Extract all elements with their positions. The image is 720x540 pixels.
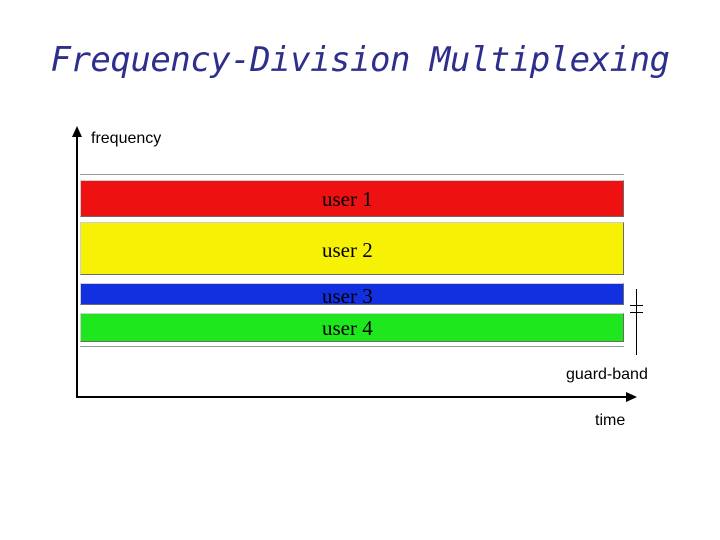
band-guide-line-bottom bbox=[80, 346, 624, 347]
time-axis bbox=[76, 396, 628, 398]
band-user-2-label: user 2 bbox=[322, 238, 373, 262]
band-user-3 bbox=[80, 283, 624, 305]
time-axis-arrow bbox=[626, 392, 637, 402]
band-user-2 bbox=[80, 222, 624, 275]
page-title: Frequency-Division Multiplexing bbox=[50, 40, 670, 80]
band-user-4-label: user 4 bbox=[322, 316, 373, 340]
frequency-axis-label: frequency bbox=[91, 130, 162, 147]
time-axis-label: time bbox=[595, 412, 626, 429]
band-guide-line-top bbox=[80, 174, 624, 175]
band-user-1 bbox=[80, 180, 624, 217]
guard-band-marker-tick bbox=[636, 312, 637, 316]
guard-band-marker-top bbox=[630, 305, 643, 306]
band-user-3-label: user 3 bbox=[322, 284, 373, 308]
frequency-axis bbox=[76, 136, 78, 397]
guard-band-pointer-line bbox=[636, 289, 637, 355]
band-user-1-label: user 1 bbox=[322, 187, 373, 211]
band-user-4 bbox=[80, 313, 624, 342]
guard-band-label: guard-band bbox=[566, 366, 648, 383]
frequency-axis-arrow bbox=[72, 126, 82, 137]
